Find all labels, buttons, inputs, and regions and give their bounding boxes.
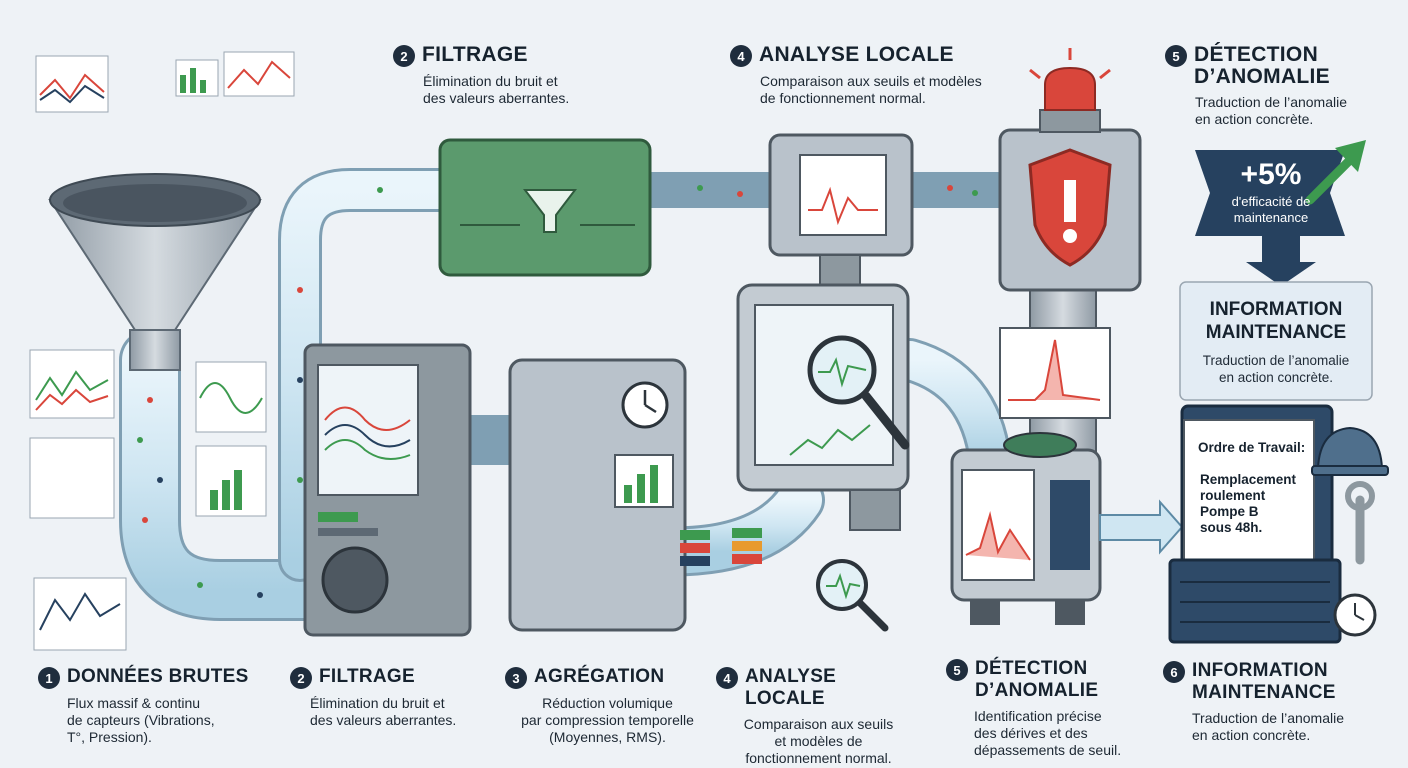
step-number: 1 (38, 667, 60, 689)
bottom-step-information: 6 INFORMATION MAINTENANCE Traduction de … (1163, 660, 1373, 744)
step-description: Comparaison aux seuils et modèles de fon… (743, 716, 894, 766)
work-order-body: Remplacement roulement Pompe B sous 48h. (1200, 472, 1297, 535)
step-number: 4 (716, 667, 738, 689)
filter-cabinet (303, 343, 472, 637)
step-title: INFORMATION MAINTENANCE (1192, 660, 1336, 703)
detection-tower (998, 48, 1142, 461)
step-description: Élimination du bruit et des valeurs aber… (310, 695, 457, 728)
step-description: Traduction de l’anomalie en action concr… (1195, 94, 1348, 127)
kpi-label: d'efficacité de maintenance (1231, 194, 1311, 225)
info-box-title: INFORMATION MAINTENANCE (1205, 299, 1347, 343)
source-charts (29, 51, 295, 651)
inspection-magnifier (816, 559, 889, 632)
kpi-value: +5% (1240, 158, 1302, 191)
kpi-banner-text: +5% d'efficacité de maintenance (1196, 150, 1346, 236)
step-number: 3 (505, 667, 527, 689)
step-description: Identification précise des dérives et de… (974, 708, 1122, 758)
step-description: Élimination du bruit et des valeurs aber… (423, 73, 570, 106)
bottom-step-donnees-brutes: 1 DONNÉES BRUTES Flux massif & continu d… (38, 666, 278, 746)
step-number: 2 (290, 667, 312, 689)
step-title: DÉTECTION D’ANOMALIE (1194, 43, 1330, 88)
step-description: Comparaison aux seuils et modèles de fon… (760, 73, 982, 106)
aggregation-unit (508, 358, 687, 632)
info-box: INFORMATION MAINTENANCE Traduction de l’… (1180, 282, 1372, 400)
bottom-step-filtrage: 2 FILTRAGE Élimination du bruit et des v… (290, 666, 490, 729)
step-title: AGRÉGATION (534, 666, 665, 687)
bottom-step-analyse-locale: 4 ANALYSE LOCALE Comparaison aux seuils … (716, 666, 921, 767)
detection-machine (950, 432, 1184, 625)
step-title: ANALYSE LOCALE (745, 666, 837, 709)
filter-unit-top (438, 138, 652, 277)
step-title: FILTRAGE (319, 666, 415, 687)
step-number: 5 (1165, 45, 1187, 67)
step-number: 4 (730, 45, 752, 67)
top-step-filtrage: 2 FILTRAGE Élimination du bruit et des v… (393, 44, 633, 107)
work-order-title: Ordre de Travail: (1198, 440, 1306, 455)
maintenance-toolbox (1168, 404, 1389, 644)
step-description: Flux massif & continu de capteurs (Vibra… (67, 695, 215, 745)
step-title: DÉTECTION D’ANOMALIE (975, 658, 1099, 701)
step-number: 2 (393, 45, 415, 67)
step-description: Traduction de l’anomalie en action concr… (1192, 710, 1345, 743)
info-box-frame (1179, 281, 1373, 401)
info-box-description: Traduction de l’anomalie en action concr… (1202, 353, 1350, 385)
data-funnel (48, 173, 262, 371)
data-particles (137, 185, 978, 598)
bottom-step-agregation: 3 AGRÉGATION Réduction volumique par com… (505, 666, 710, 746)
work-order-sheet: Ordre de Travail: Remplacement roulement… (1190, 430, 1310, 536)
analysis-machine (736, 283, 910, 531)
top-step-detection: 5 DÉTECTION D’ANOMALIE Traduction de l’a… (1165, 44, 1375, 128)
compressed-blocks (680, 528, 762, 566)
bottom-step-detection: 5 DÉTECTION D’ANOMALIE Identification pr… (946, 658, 1136, 759)
kpi-banner (1195, 140, 1366, 286)
step-number: 5 (946, 659, 968, 681)
analysis-unit-top (768, 133, 914, 286)
step-number: 6 (1163, 661, 1185, 683)
step-title: ANALYSE LOCALE (759, 43, 954, 66)
step-description: Réduction volumique par compression temp… (521, 695, 694, 745)
step-title: DONNÉES BRUTES (67, 666, 249, 687)
top-step-analyse-locale: 4 ANALYSE LOCALE Comparaison aux seuils … (730, 44, 1030, 107)
step-title: FILTRAGE (422, 43, 528, 66)
